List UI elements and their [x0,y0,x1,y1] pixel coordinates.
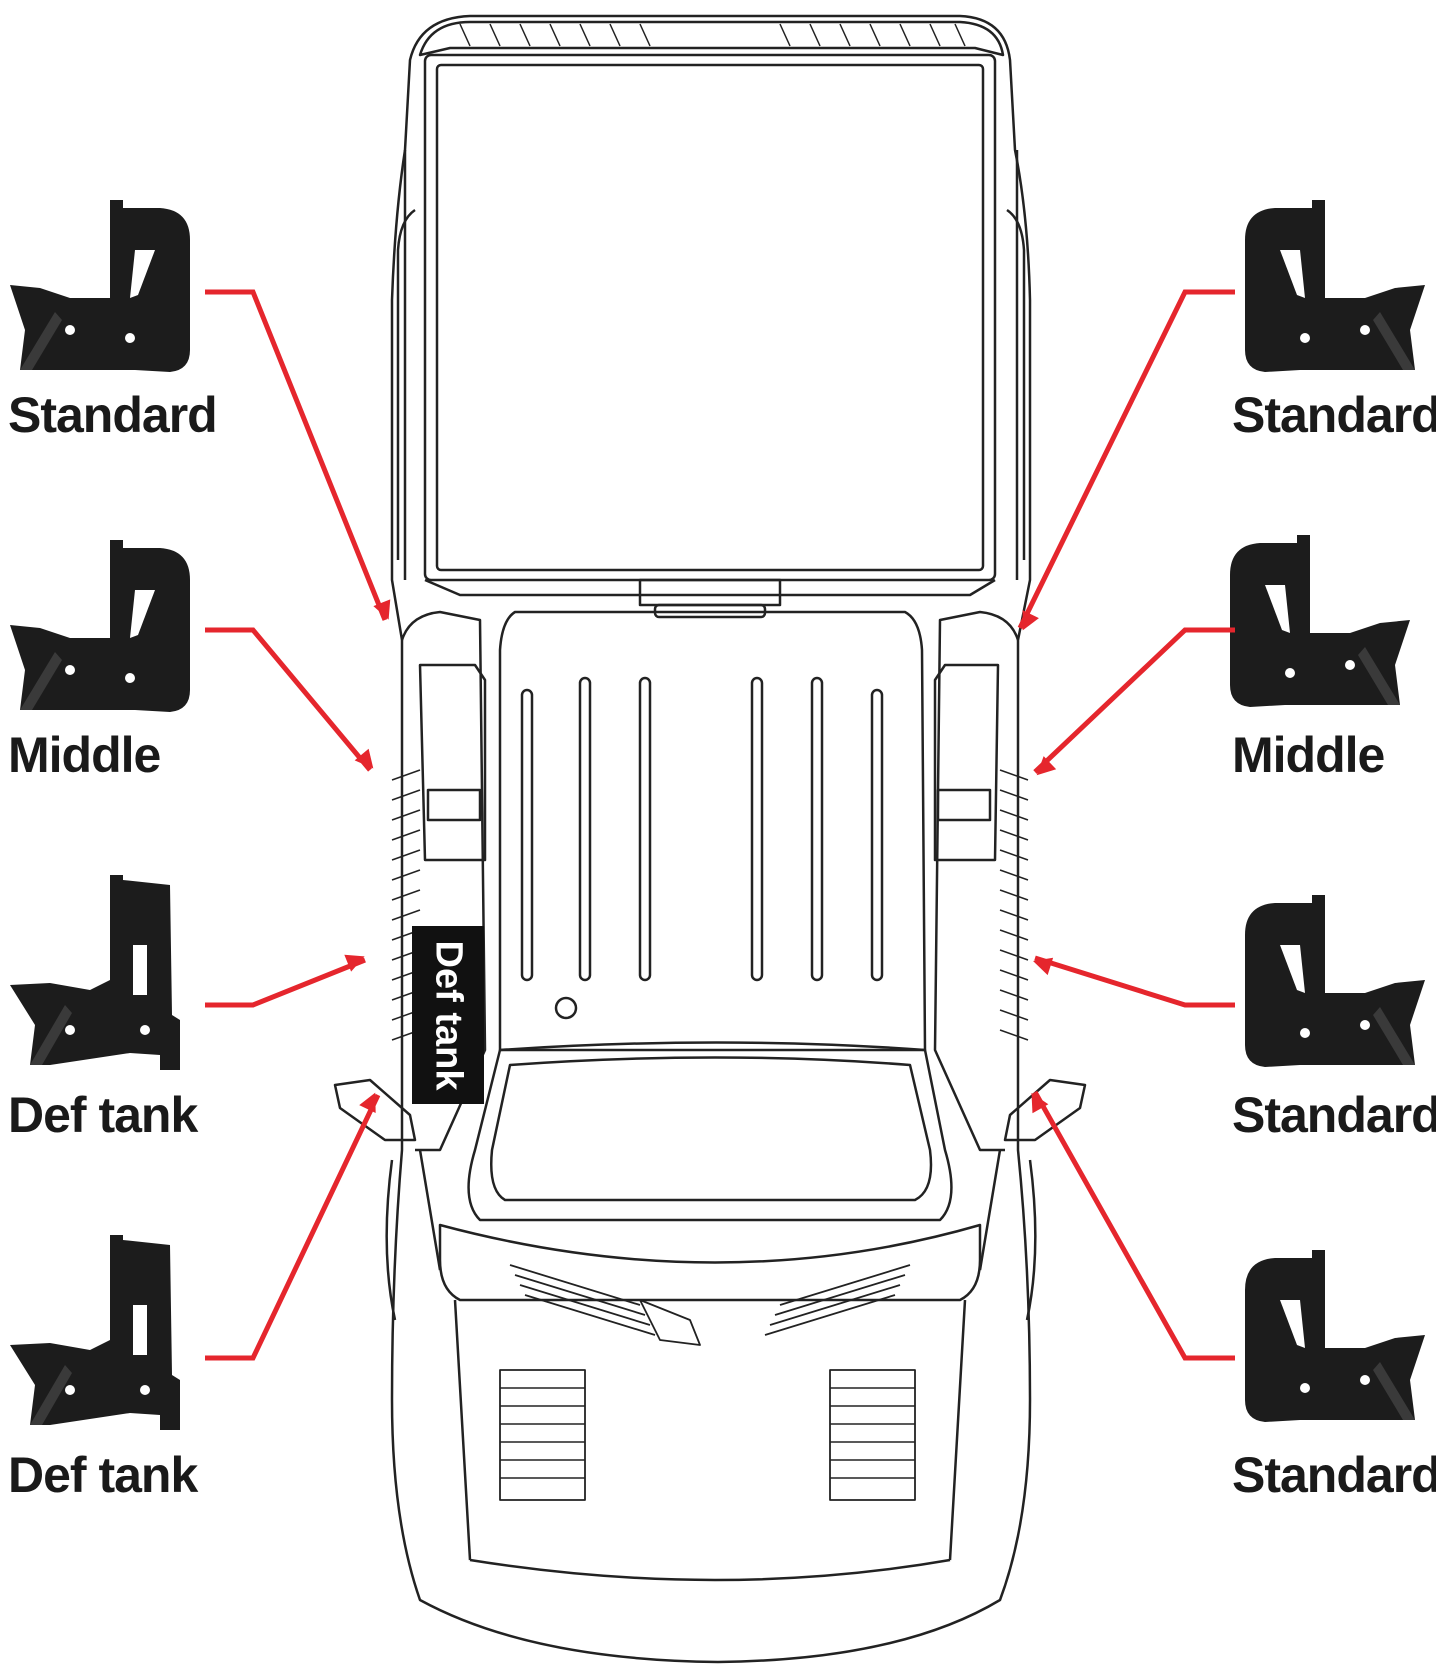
arrow-right-4 [1031,1090,1235,1361]
bracket-right-2 [1230,535,1410,707]
label-right-3: Standard [1232,1087,1436,1143]
bracket-right-3 [1245,895,1425,1067]
arrow-right-3 [1033,955,1235,1008]
label-left-2: Middle [8,727,161,783]
label-right-4: Standard [1232,1447,1436,1503]
bracket-left-4 [10,1235,180,1430]
arrow-left-4 [205,1092,381,1361]
label-left-1: Standard [8,387,218,443]
def-tank-tag-text: Def tank [427,940,470,1090]
label-right-1: Standard [1232,387,1436,443]
label-left-4: Def tank [8,1447,198,1503]
arrow-right-1 [1017,289,1235,631]
bracket-right-4 [1245,1250,1425,1422]
bracket-right-1 [1245,200,1425,372]
arrow-left-1 [205,289,391,621]
arrow-left-2 [205,627,374,772]
bracket-left-3 [10,875,180,1070]
arrow-right-2 [1033,627,1235,776]
bracket-left-1 [10,200,190,372]
truck-top-view [333,14,1087,1664]
def-tank-tag: Def tank [412,926,484,1104]
bracket-left-2 [10,540,190,712]
label-left-3: Def tank [8,1087,198,1143]
arrow-left-3 [205,954,366,1008]
label-right-2: Middle [1232,727,1385,783]
